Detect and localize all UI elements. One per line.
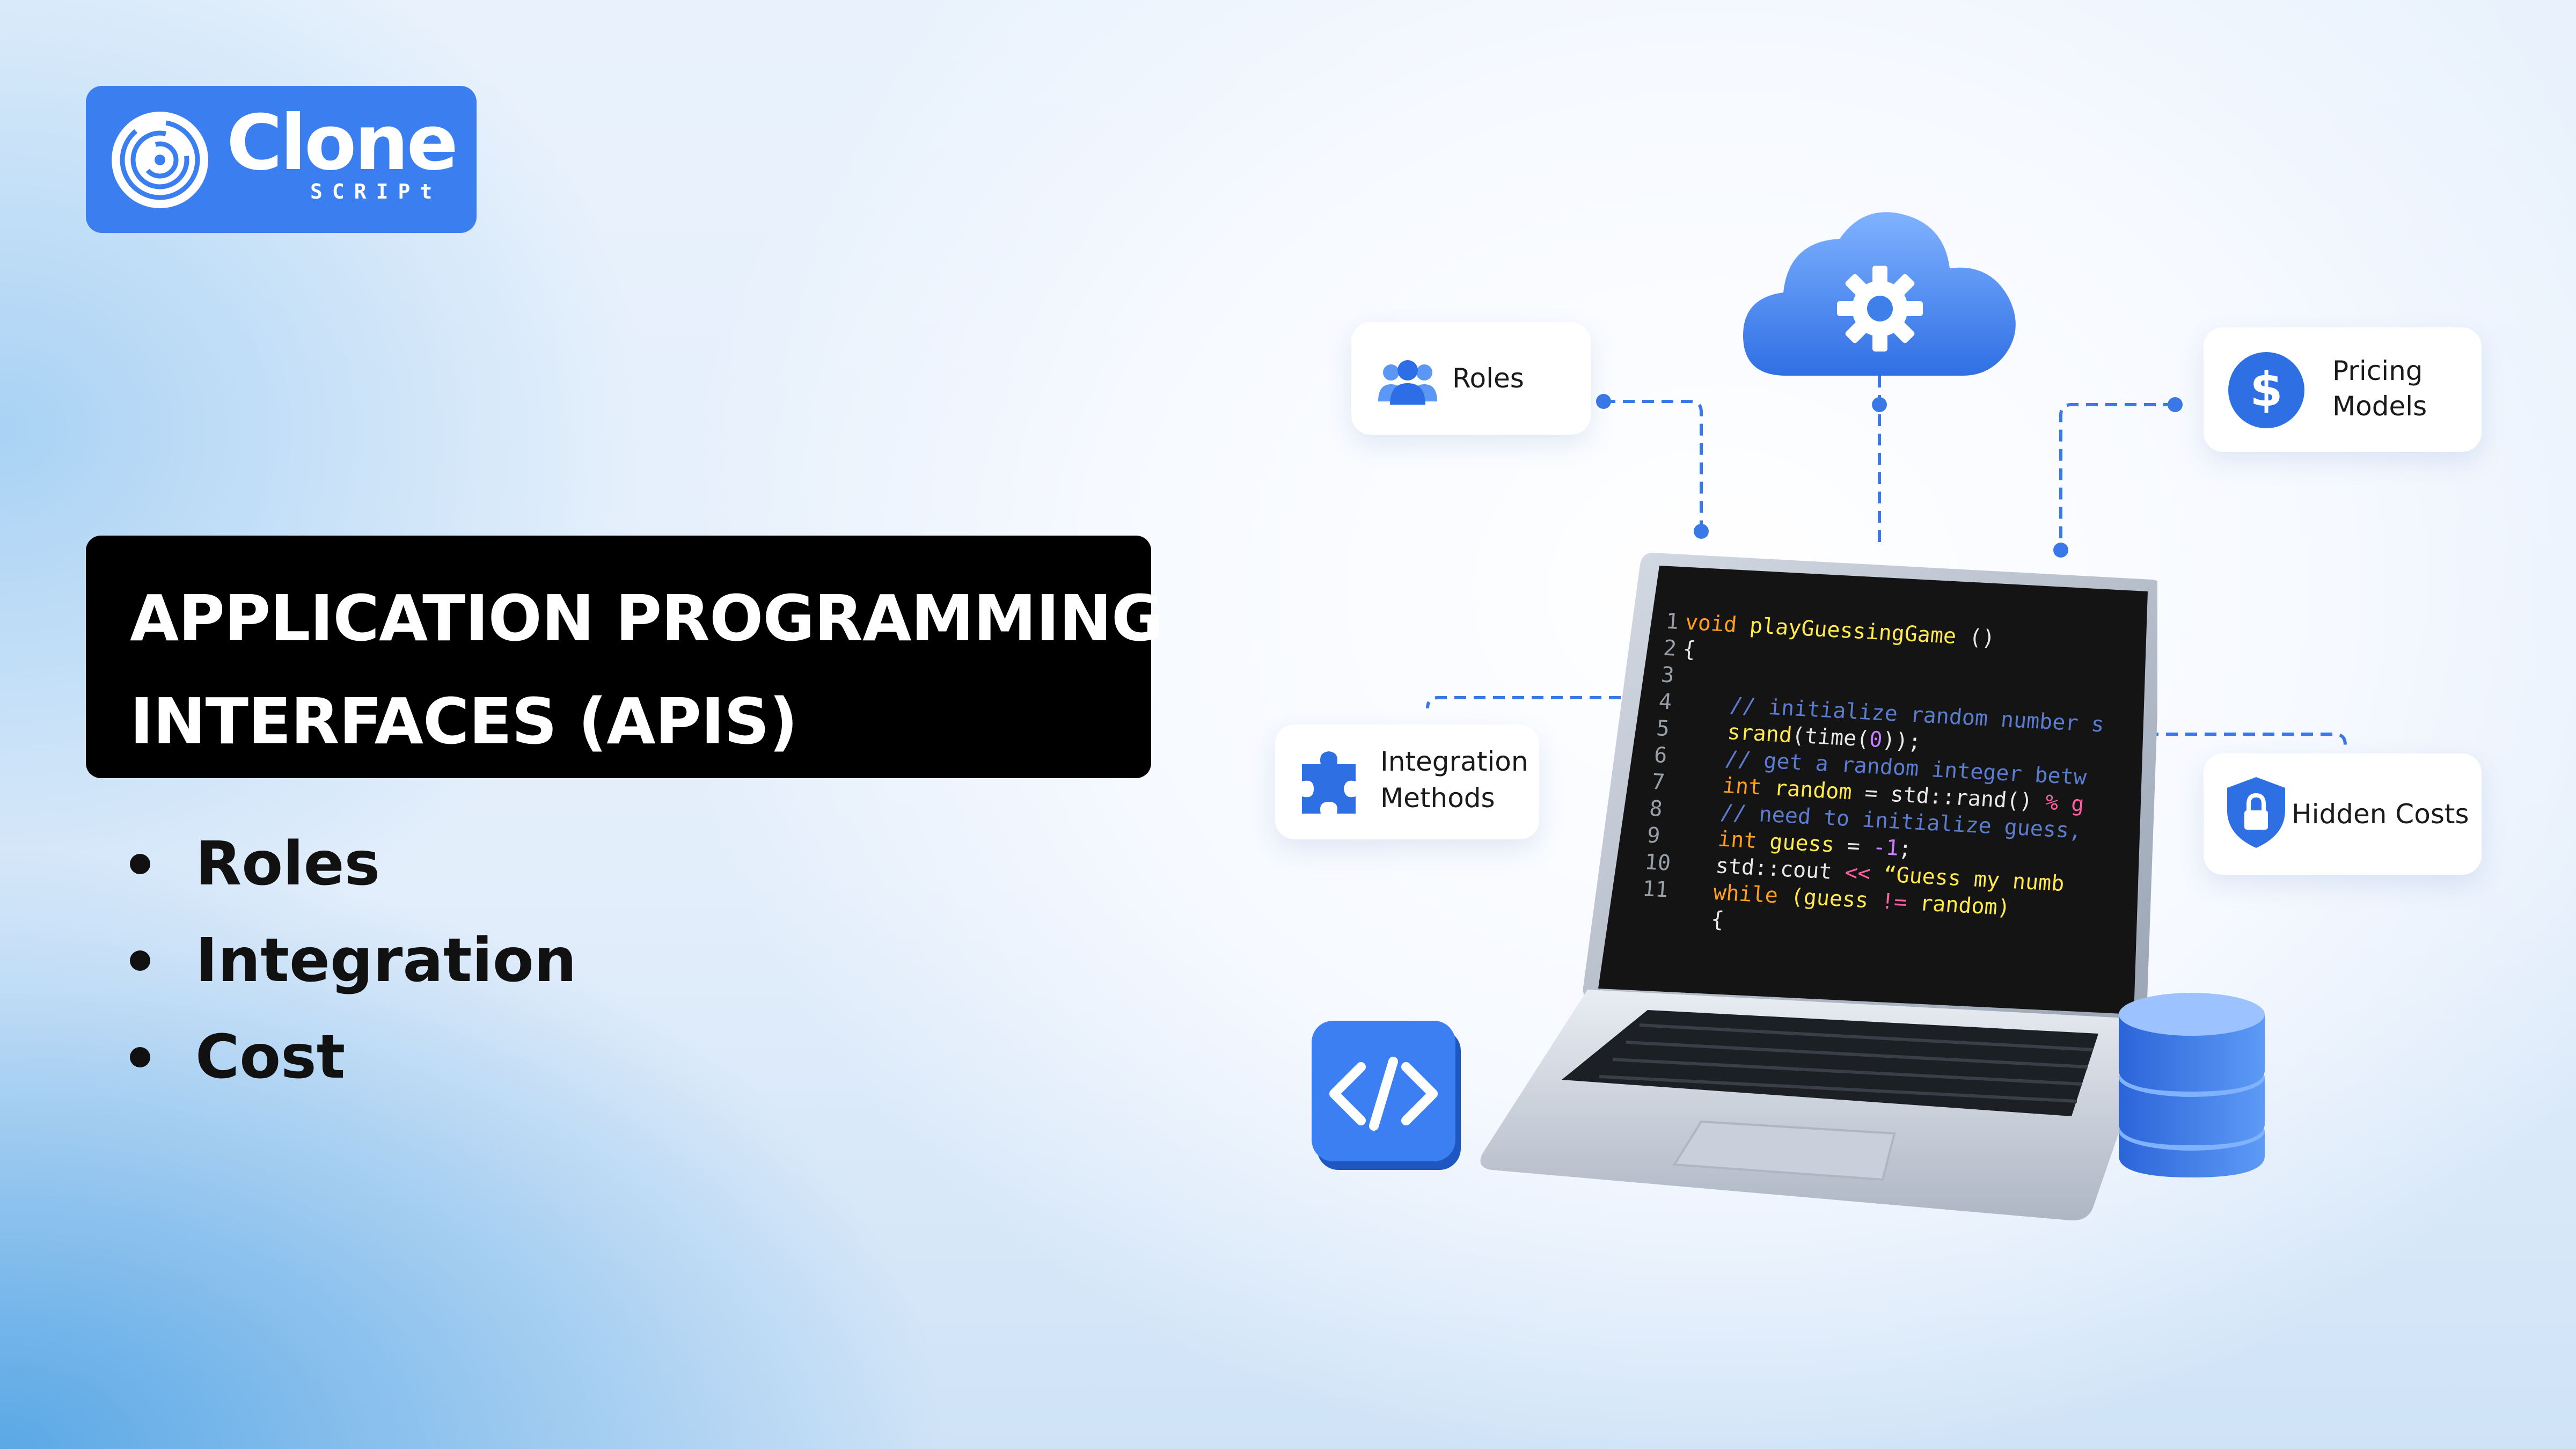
code-token: =	[1846, 833, 1874, 860]
integration-label-line-2: Methods	[1380, 782, 1495, 814]
roles-label: Roles	[1452, 363, 1524, 394]
shield-lock-icon	[2224, 775, 2288, 852]
list-item: Cost	[123, 1017, 577, 1114]
bullet-dot	[130, 854, 150, 874]
pricing-models-card[interactable]: $ Pricing Models	[2204, 327, 2482, 452]
line-number: 4	[1657, 689, 1673, 715]
database-icon	[2117, 986, 2267, 1180]
topic-list: Roles Integration Cost	[123, 824, 577, 1114]
logo-wordmark: Clone	[226, 99, 458, 187]
logo-subtitle: SCRIPt	[310, 180, 442, 203]
code-token: int	[1665, 824, 1771, 854]
code-token: ));	[1881, 728, 1922, 755]
list-item: Roles	[123, 824, 577, 920]
svg-text:$: $	[2250, 362, 2282, 417]
code-brackets-icon	[1309, 1019, 1465, 1172]
code-token: <<	[1843, 860, 1885, 887]
integration-label-line-1: Integration	[1380, 746, 1528, 777]
code-token: int	[1670, 770, 1776, 801]
list-item-label: Cost	[195, 1022, 346, 1092]
clone-script-logo-icon	[112, 112, 208, 208]
line-number: 7	[1650, 769, 1666, 795]
pricing-label-line-1: Pricing	[2332, 355, 2423, 386]
list-item: Integration	[123, 920, 577, 1017]
line-number: 9	[1646, 823, 1662, 848]
dollar-icon: $	[2228, 352, 2304, 430]
code-token: ()	[1968, 625, 1996, 651]
line-number: 5	[1655, 716, 1671, 742]
list-item-label: Roles	[195, 829, 380, 899]
code-token: random	[1773, 775, 1866, 806]
code-token: (time(	[1791, 723, 1871, 752]
code-token: {	[1681, 636, 1697, 662]
code-token: guess	[1768, 829, 1848, 858]
users-icon	[1378, 358, 1437, 409]
code-token: {	[1658, 904, 1725, 933]
line-number: 10	[1643, 850, 1672, 876]
code-token: % g	[2044, 790, 2085, 817]
line-number: 2	[1662, 635, 1678, 661]
code-token: random)	[1919, 891, 2011, 920]
puzzle-icon	[1297, 748, 1364, 818]
page-title-box: APPLICATION PROGRAMMING INTERFACES (APIS…	[86, 536, 1163, 778]
line-number: 6	[1653, 742, 1668, 769]
code-token: -1	[1871, 835, 1900, 861]
line-number	[1640, 923, 1659, 924]
list-item-label: Integration	[195, 926, 577, 996]
code-token: !=	[1880, 889, 1921, 916]
page-title-line-2: INTERFACES (APIS)	[130, 684, 798, 758]
cloud-gear-icon	[1738, 193, 2028, 386]
clone-script-logo[interactable]: Clone SCRIPt	[86, 86, 477, 233]
line-number: 3	[1660, 662, 1675, 688]
code-token: void	[1684, 610, 1751, 638]
line-number: 1	[1665, 609, 1680, 634]
laptop-icon	[1470, 547, 2162, 1224]
hidden-costs-card[interactable]: Hidden Costs	[2204, 753, 2482, 875]
bullet-dot	[130, 1047, 150, 1067]
integration-methods-card[interactable]: Integration Methods	[1275, 724, 1539, 839]
code-token: ;	[1898, 836, 1913, 862]
pricing-label-line-2: Models	[2332, 391, 2427, 422]
bullet-dot	[130, 950, 150, 971]
line-number: 11	[1641, 876, 1670, 903]
line-number: 8	[1648, 796, 1664, 822]
roles-card[interactable]: Roles	[1351, 322, 1591, 435]
page-title-line-1: APPLICATION PROGRAMMING	[130, 581, 1163, 655]
hidden-costs-label: Hidden Costs	[2292, 799, 2469, 830]
code-token: (guess	[1789, 884, 1883, 914]
